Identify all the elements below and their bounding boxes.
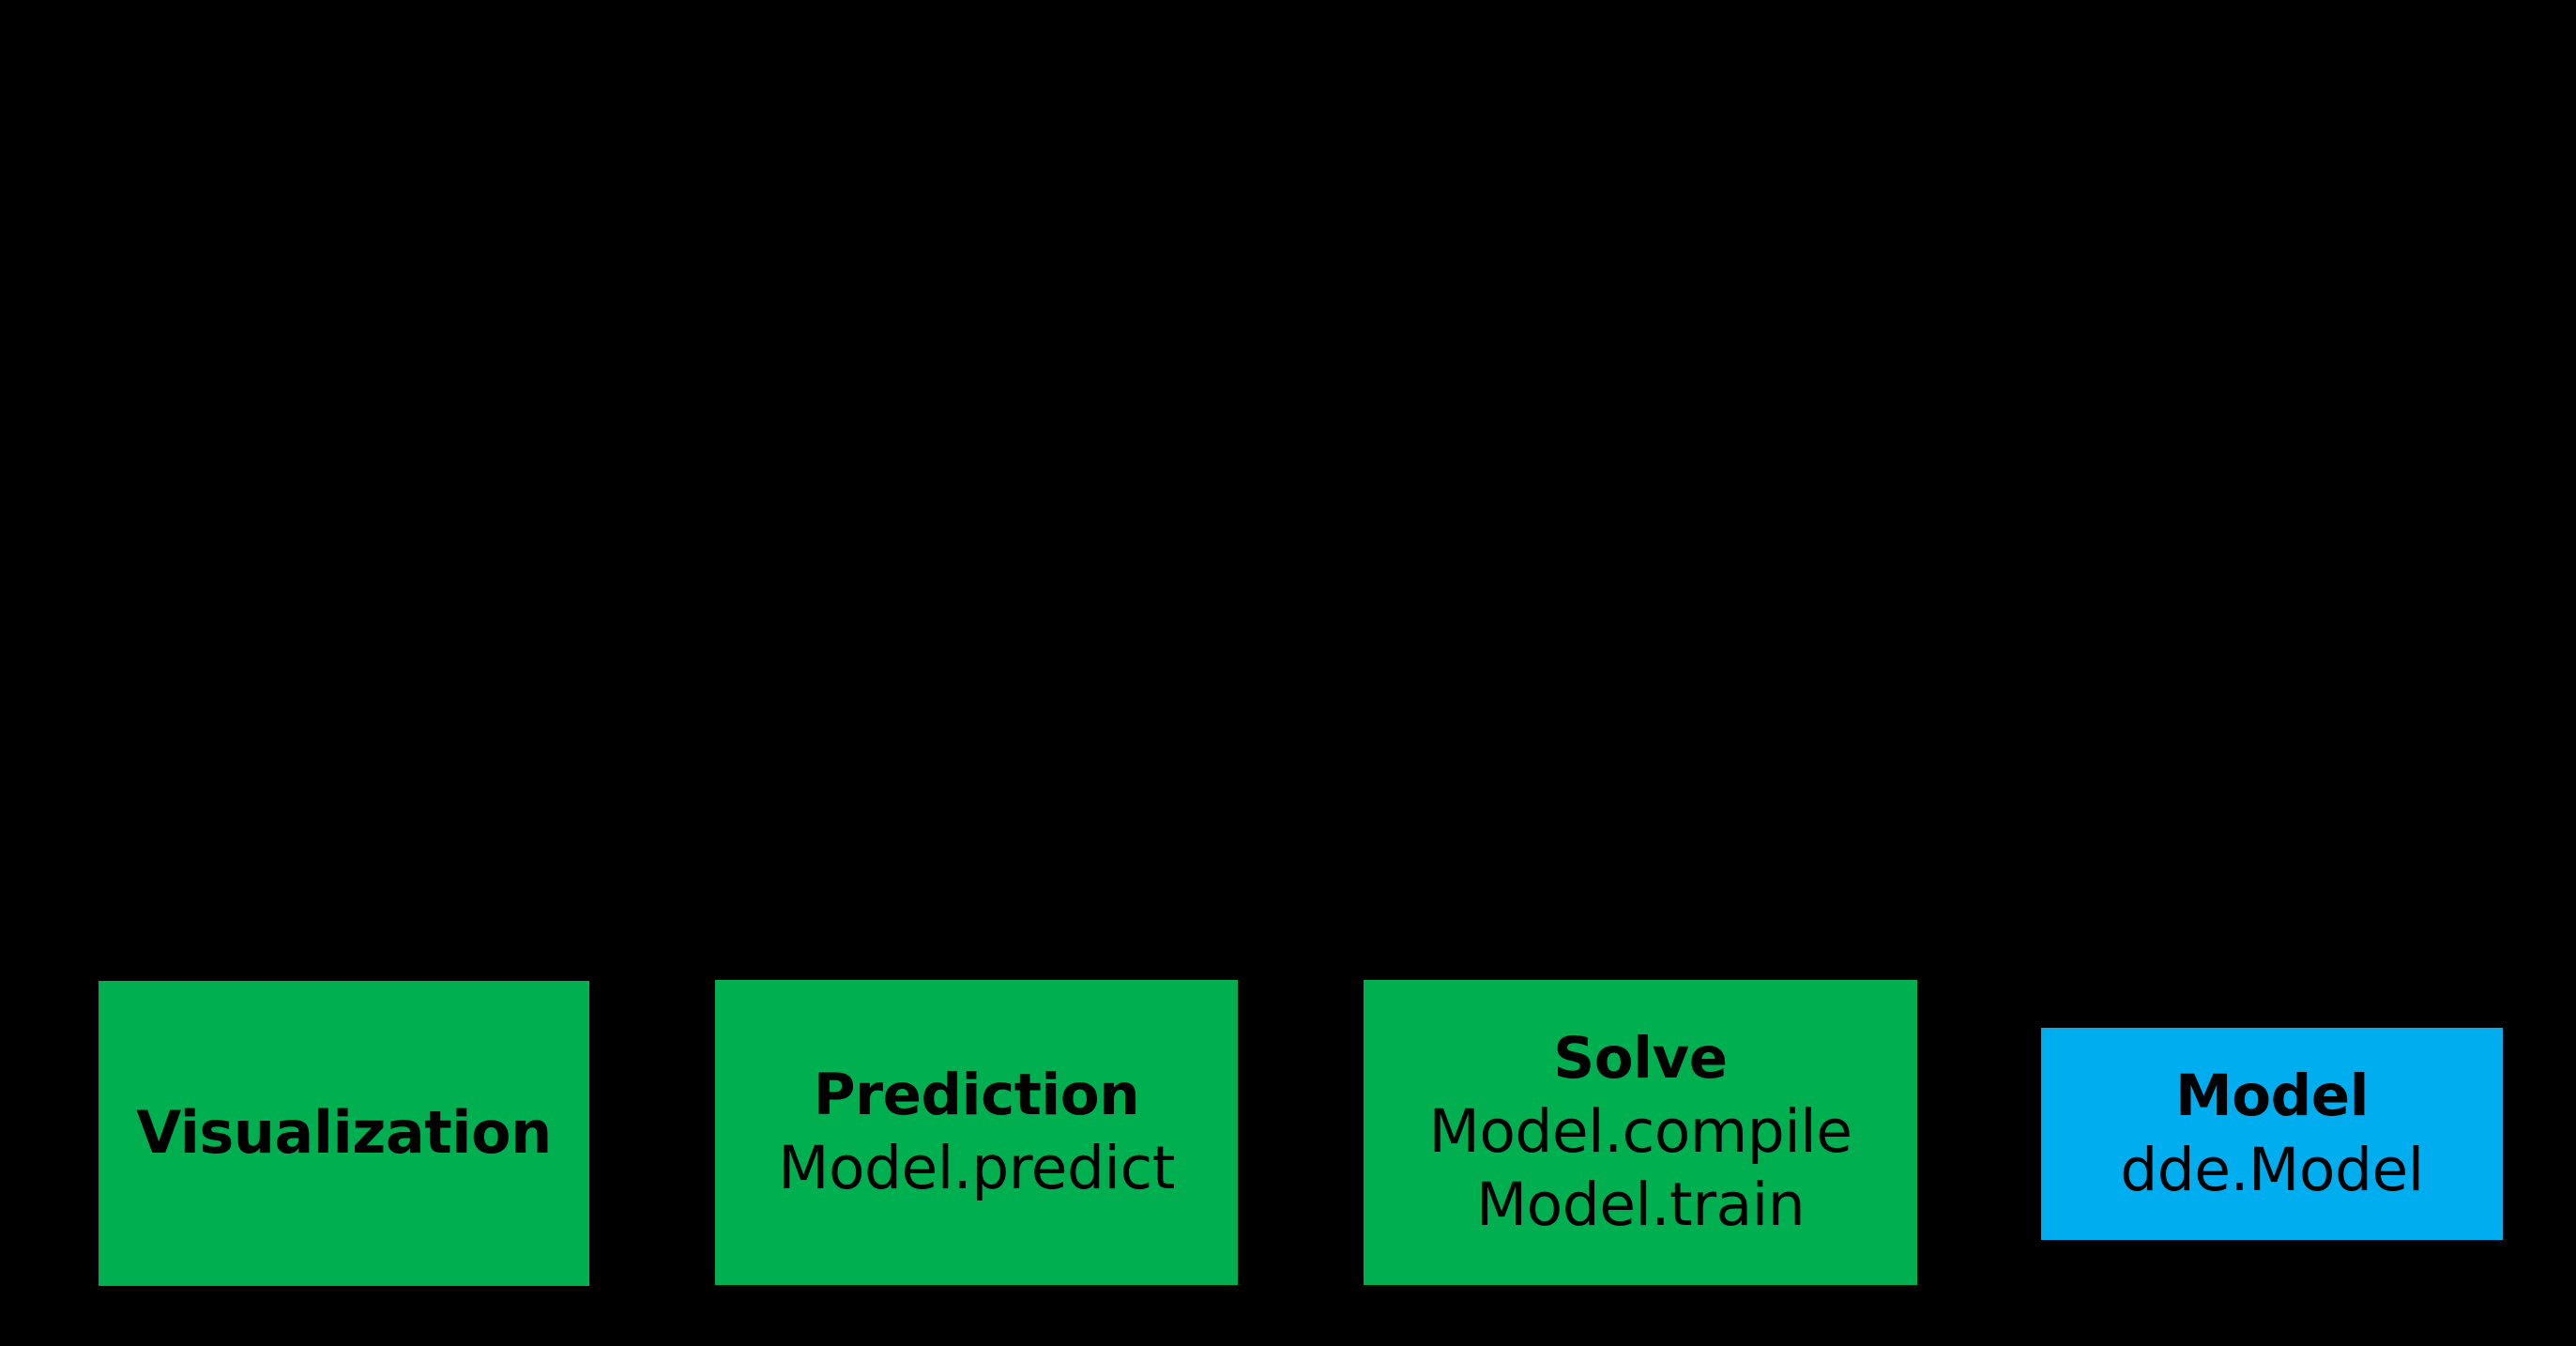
node-visualization[interactable]: Visualization <box>99 981 589 1286</box>
node-solve-api-model-train: Model.train <box>1475 1170 1806 1240</box>
node-prediction-title: Prediction <box>813 1061 1140 1128</box>
node-solve[interactable]: Solve Model.compile Model.train <box>1364 980 1917 1285</box>
node-solve-title: Solve <box>1553 1024 1728 1092</box>
node-prediction[interactable]: Prediction Model.predict <box>715 980 1238 1285</box>
node-visualization-title: Visualization <box>136 1098 552 1168</box>
node-model-title: Model <box>2174 1063 2370 1130</box>
node-model[interactable]: Model dde.Model <box>2041 1028 2503 1240</box>
node-model-api-dde-model: dde.Model <box>2120 1135 2424 1204</box>
node-prediction-api-model-predict: Model.predict <box>778 1134 1175 1203</box>
node-solve-api-model-compile: Model.compile <box>1428 1097 1853 1167</box>
